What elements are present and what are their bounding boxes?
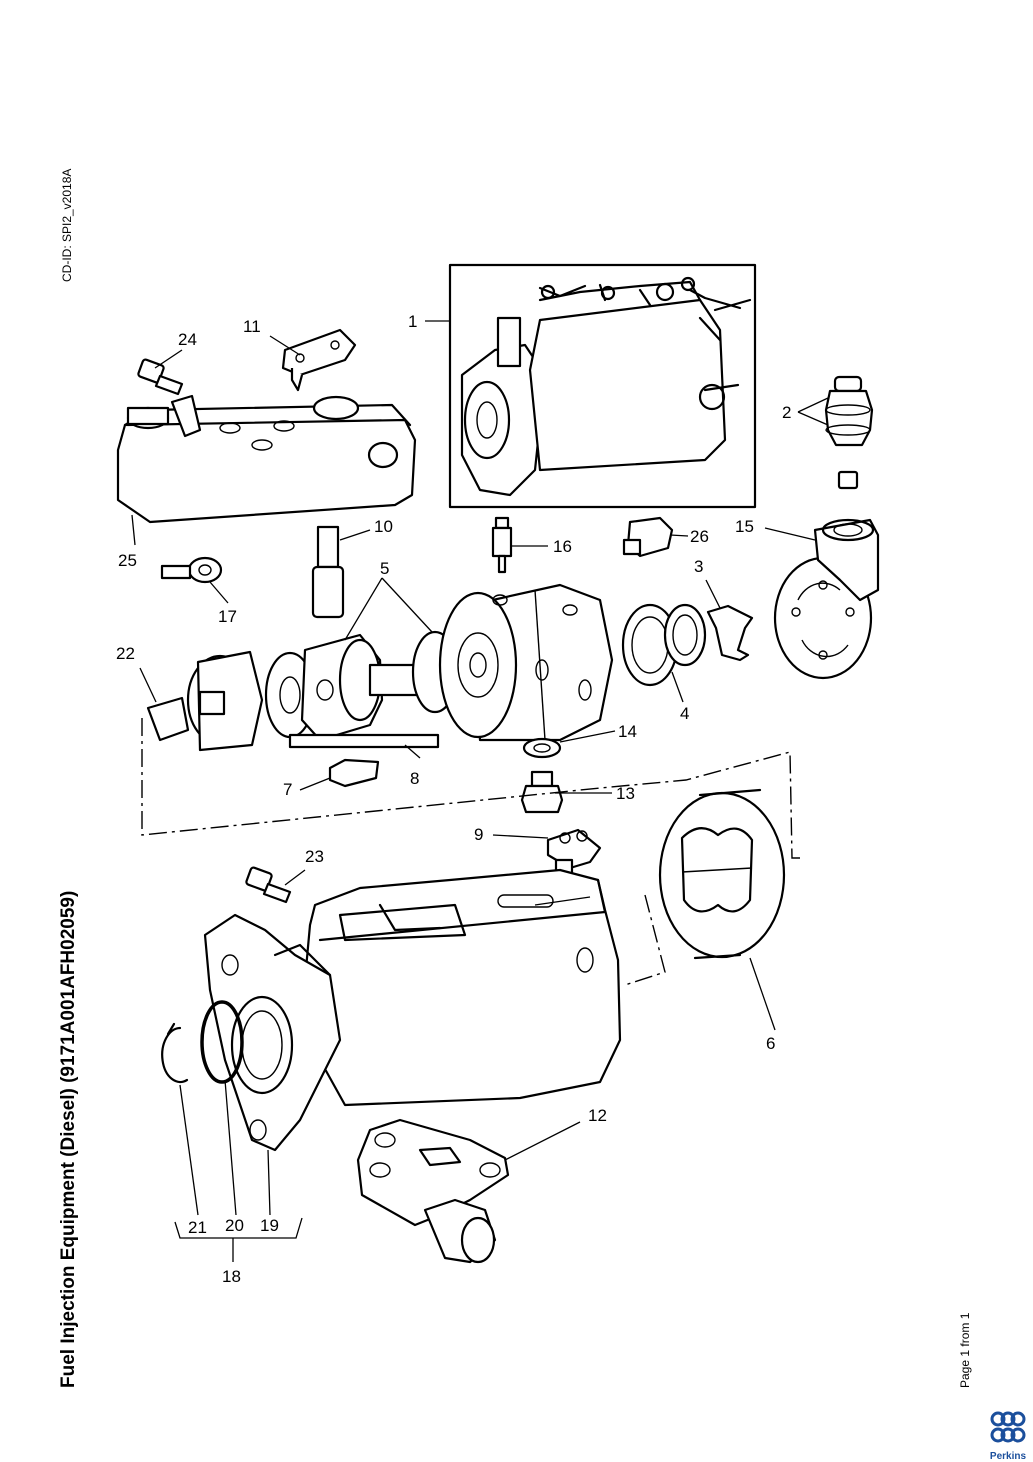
part-3-lever: [706, 604, 754, 662]
part-4-ring-set: [621, 603, 707, 687]
callout-8: 8: [410, 769, 419, 788]
assembly-outline-lower: [624, 894, 666, 986]
callout-7: 7: [283, 780, 292, 799]
part-16-nozzle: [491, 516, 513, 574]
callout-24: 24: [178, 330, 197, 349]
part-11-tab-plate: [281, 328, 357, 392]
callout-21: 21: [188, 1218, 207, 1237]
part-6-seal-ring: [658, 788, 786, 960]
callout-4: 4: [680, 704, 689, 723]
part-17-eye-bolt: [160, 556, 223, 584]
callout-numbers: 1 2 3 4 5 6 7 8 9 10 11 12 13 14 15 16 1…: [116, 312, 791, 1286]
callout-1: 1: [408, 312, 417, 331]
callout-17: 17: [218, 607, 237, 626]
part-23-bolt: [245, 866, 292, 904]
perkins-logo-icon: [990, 1411, 1026, 1443]
callout-15: 15: [735, 517, 754, 536]
part-7-key: [328, 758, 380, 788]
callout-14: 14: [618, 722, 637, 741]
assembly-outline-upper: [141, 718, 800, 859]
callout-12: 12: [588, 1106, 607, 1125]
part-10-pin: [311, 525, 345, 619]
part-14-washer: [522, 737, 562, 759]
callout-20: 20: [225, 1216, 244, 1235]
leader-lines: [131, 320, 829, 1262]
callout-23: 23: [305, 847, 324, 866]
callout-26: 26: [690, 527, 709, 546]
part-21-circlip: [161, 1022, 189, 1084]
callout-22: 22: [116, 644, 135, 663]
part-20-o-ring: [200, 1000, 244, 1084]
callout-9: 9: [474, 825, 483, 844]
part-pump-body: [203, 868, 622, 1152]
callout-5: 5: [380, 559, 389, 578]
callout-19: 19: [260, 1216, 279, 1235]
callout-6: 6: [766, 1034, 775, 1053]
callout-25: 25: [118, 551, 137, 570]
part-26-plug: [622, 516, 674, 558]
callout-13: 13: [616, 784, 635, 803]
perkins-logo: Perkins: [986, 1410, 1030, 1462]
part-12-flange: [356, 1118, 510, 1264]
callout-18: 18: [222, 1267, 241, 1286]
callout-3: 3: [694, 557, 703, 576]
part-2-valve: [824, 375, 874, 490]
part-5-rotor-assembly: [146, 630, 462, 752]
callout-16: 16: [553, 537, 572, 556]
perkins-logo-text: Perkins: [989, 1451, 1027, 1462]
part-24-bolt: [137, 358, 184, 396]
callout-2: 2: [782, 403, 791, 422]
part-25-cover: [116, 394, 417, 524]
part-15-end-plate: [773, 518, 880, 680]
callout-11: 11: [243, 317, 261, 336]
callout-10: 10: [374, 517, 393, 536]
part-hydraulic-head: [438, 583, 614, 742]
part-1-fuel-pump-assembly: [448, 263, 757, 509]
